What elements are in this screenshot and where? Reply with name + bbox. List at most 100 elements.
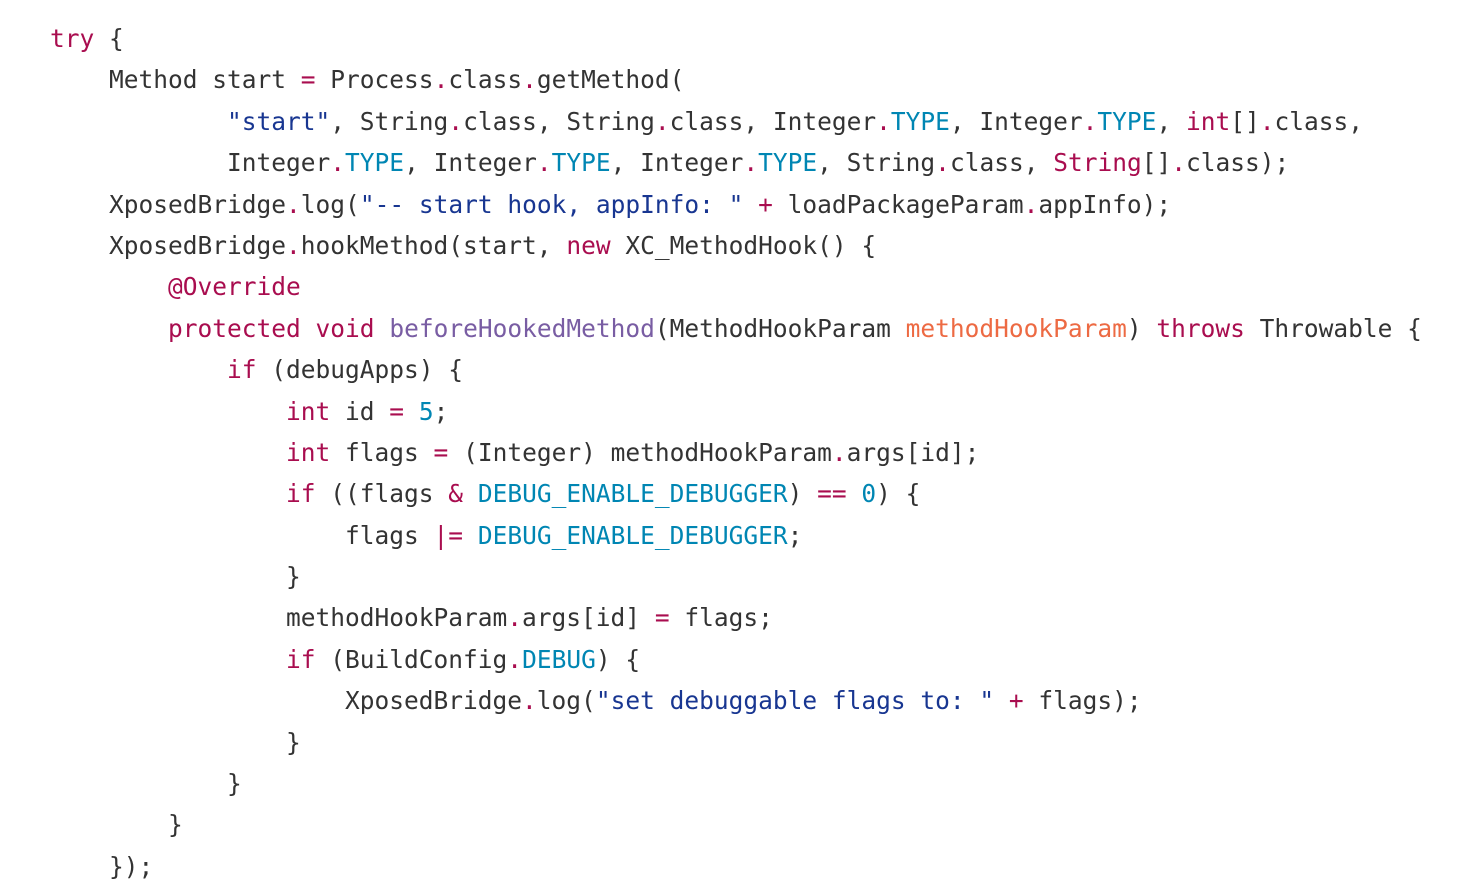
code-token: DEBUG_ENABLE_DEBUGGER [477, 479, 788, 509]
code-token: class, [1274, 106, 1364, 136]
code-token: XposedBridge [109, 230, 287, 260]
code-token: class, Integer [669, 106, 877, 136]
code-token: , Integer [610, 148, 744, 178]
code-indent [50, 314, 168, 343]
code-indent [50, 479, 286, 508]
code-token: [] [1141, 148, 1172, 178]
code-indent [50, 562, 286, 591]
code-token: class, [949, 148, 1054, 178]
code-token: 5 [418, 396, 434, 426]
code-indent [50, 272, 168, 301]
code-line: } [50, 722, 1464, 763]
code-token: . [522, 686, 537, 716]
code-token: args[id] [522, 603, 655, 633]
code-token: . [286, 189, 301, 219]
code-token: XposedBridge [345, 686, 523, 716]
code-token: . [1023, 189, 1039, 219]
code-token: = [300, 65, 316, 95]
code-token: . [1082, 106, 1098, 136]
code-token: flags); [1023, 686, 1142, 716]
code-token: args[id]; [846, 437, 980, 467]
code-token: . [743, 148, 759, 178]
code-token: == [817, 479, 847, 509]
code-token: getMethod( [536, 65, 685, 95]
code-indent [50, 397, 286, 426]
code-token: . [1259, 106, 1275, 136]
code-token: TYPE [890, 106, 950, 136]
code-token: Throwable { [1244, 313, 1422, 343]
code-token: + [758, 189, 773, 219]
code-line: try { [50, 18, 1464, 59]
code-line: Method start = Process.class.getMethod( [50, 59, 1464, 100]
code-line: Integer.TYPE, Integer.TYPE, Integer.TYPE… [50, 142, 1464, 183]
code-token: class, String [463, 106, 655, 136]
code-indent [50, 438, 286, 467]
code-token: String [1053, 148, 1142, 178]
code-token: . [507, 644, 523, 674]
code-token: , String [330, 106, 449, 136]
code-token: DEBUG_ENABLE_DEBUGGER [477, 520, 788, 550]
code-token: void [315, 313, 375, 343]
code-line: @Override [50, 266, 1464, 307]
code-token [847, 479, 862, 508]
code-token: } [227, 769, 242, 799]
code-indent [50, 769, 227, 798]
code-token [743, 190, 758, 219]
code-token: log( [536, 686, 596, 716]
code-token: 0 [861, 479, 877, 509]
code-token: Process [315, 65, 434, 95]
code-line: methodHookParam.args[id] = flags; [50, 597, 1464, 638]
code-token [463, 479, 478, 508]
code-token [404, 397, 419, 426]
code-token: }); [109, 851, 154, 881]
code-line: int id = 5; [50, 391, 1464, 432]
code-token: if [286, 644, 316, 674]
code-token: id [330, 396, 390, 426]
code-token: Method start [109, 65, 301, 95]
code-token: (debugApps) { [256, 355, 464, 385]
code-token: ; [787, 520, 803, 550]
code-token: flags; [669, 603, 773, 633]
code-token: [] [1230, 106, 1260, 136]
code-token: if [227, 355, 257, 385]
code-token [375, 314, 390, 343]
code-token: . [522, 65, 537, 95]
code-token: if [286, 479, 316, 509]
code-line: if (BuildConfig.DEBUG) { [50, 639, 1464, 680]
code-token: try [50, 24, 95, 53]
code-token: { [94, 24, 124, 53]
code-token: = [433, 437, 449, 467]
code-token: appInfo); [1038, 189, 1172, 219]
code-token: TYPE [345, 148, 405, 178]
code-line: }); [50, 846, 1464, 887]
code-indent [50, 107, 227, 136]
code-token: class); [1186, 148, 1290, 178]
code-token: , String [817, 148, 936, 178]
code-token: hookMethod(start, [300, 230, 567, 260]
code-token: throws [1156, 313, 1245, 343]
code-token: . [433, 65, 449, 95]
code-token: methodHookParam [905, 313, 1127, 343]
code-indent [50, 231, 109, 260]
code-indent [50, 728, 286, 757]
code-token: flags [330, 437, 434, 467]
code-token: TYPE [1097, 106, 1157, 136]
code-token: } [286, 562, 301, 592]
code-token: "-- start hook, appInfo: " [359, 189, 744, 219]
code-token: . [448, 106, 464, 136]
code-token: Integer [227, 148, 331, 178]
code-token: new [566, 230, 611, 260]
code-token: "start" [227, 106, 331, 136]
code-token: methodHookParam [286, 603, 508, 633]
code-token: ) [1126, 313, 1157, 343]
code-line: } [50, 763, 1464, 804]
code-token: . [536, 148, 552, 178]
code-indent [50, 645, 286, 674]
code-token: XC_MethodHook() { [610, 230, 877, 260]
code-token: ) [787, 479, 818, 509]
code-line: XposedBridge.hookMethod(start, new XC_Me… [50, 225, 1464, 266]
code-indent [50, 852, 109, 881]
code-token: XposedBridge [109, 189, 287, 219]
code-token: & [448, 479, 464, 509]
code-token: ) { [595, 644, 641, 674]
